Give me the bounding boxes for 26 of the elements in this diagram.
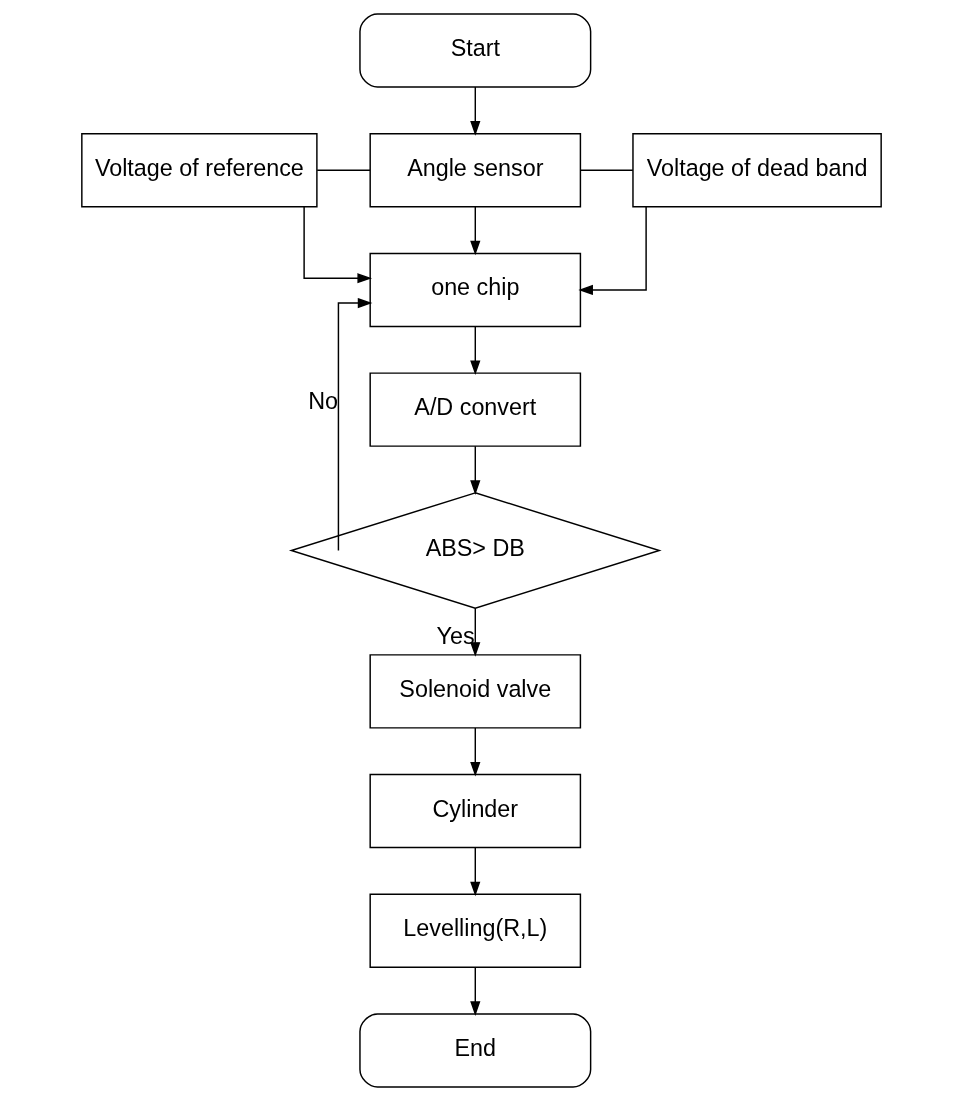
node-box: Solenoid valve [369,654,582,729]
edge-label: No [308,388,339,415]
edge-label: Yes [436,623,475,650]
arrow [578,206,647,295]
arrow [470,846,481,897]
arrow [470,607,481,657]
node-box: Start [359,13,592,88]
arrow [470,966,481,1016]
arrow [303,206,372,284]
arrow [470,86,481,136]
node-box: End [359,1013,592,1088]
node-diamond: ABS> DB [288,492,662,609]
connector [579,169,634,171]
arrow [337,297,373,552]
node-box: Angle sensor [369,132,582,208]
node-box: Voltage of dead band [632,132,882,208]
node-box: one chip [369,252,582,328]
node-box: Cylinder [369,773,582,849]
arrow [470,206,481,256]
connector [316,169,371,171]
node-box: Voltage of reference [81,132,318,208]
node-box: A/D convert [369,372,582,447]
arrow [470,445,481,495]
arrow [470,727,481,777]
node-box: Levelling(R,L) [369,893,582,969]
arrow [470,325,481,376]
